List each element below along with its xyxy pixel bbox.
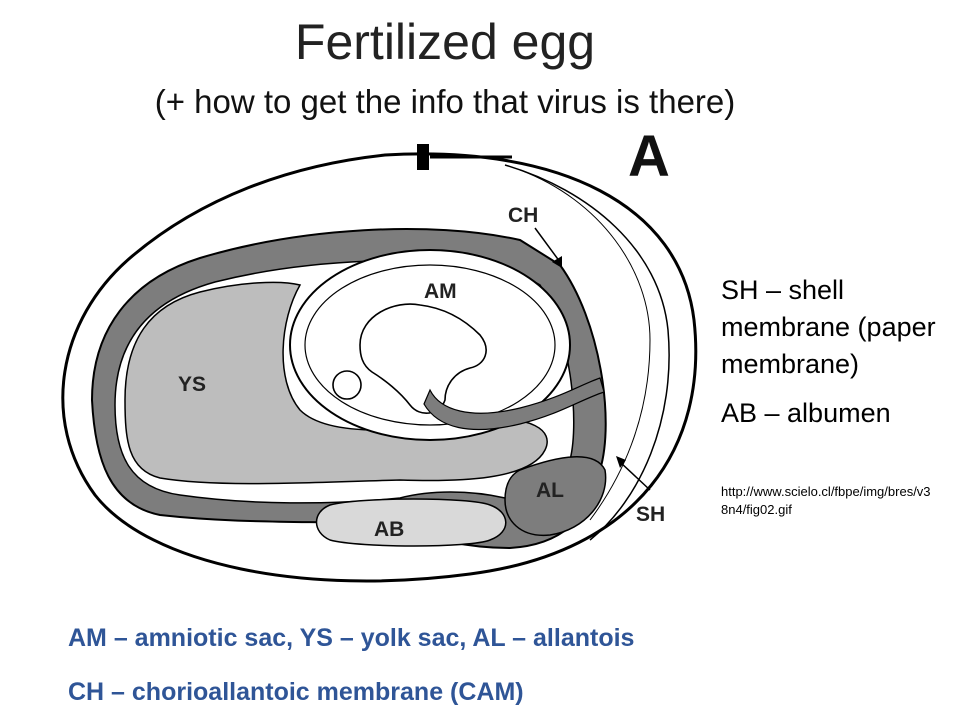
label-sh: SH <box>636 503 665 526</box>
embryo-eye <box>332 370 362 400</box>
bottom-legend-line1: AM – amniotic sac, YS – yolk sac, AL – a… <box>68 624 635 652</box>
page-title: Fertilized egg <box>294 14 596 70</box>
page-subtitle: (+ how to get the info that virus is the… <box>154 83 736 120</box>
bottom-legend-line2: CH – chorioallantoic membrane (CAM) <box>68 678 524 706</box>
panel-letter: A <box>628 124 670 189</box>
allantois <box>504 456 607 536</box>
sh-arrow <box>619 461 651 491</box>
legend-sh: SH – shell membrane (paper membrane) <box>721 275 936 379</box>
source-url: http://www.scielo.cl/fbpe/img/bres/v38n4… <box>721 484 931 517</box>
label-ab: AB <box>374 518 404 541</box>
label-ys: YS <box>178 373 206 396</box>
allantoic-stalk <box>423 377 605 431</box>
shell-membrane-line <box>504 164 670 541</box>
embryo <box>359 303 487 414</box>
label-am: AM <box>424 280 457 303</box>
albumen <box>315 498 507 547</box>
legend-ab: AB – albumen <box>721 398 891 428</box>
label-ch: CH <box>508 204 538 227</box>
legend-right: SH – shell membrane (paper membrane) AB … <box>721 272 951 432</box>
injection-marker <box>417 144 429 170</box>
shell-membrane-line-2 <box>519 169 651 521</box>
ch-arrow <box>534 227 561 263</box>
label-al: AL <box>536 479 564 502</box>
